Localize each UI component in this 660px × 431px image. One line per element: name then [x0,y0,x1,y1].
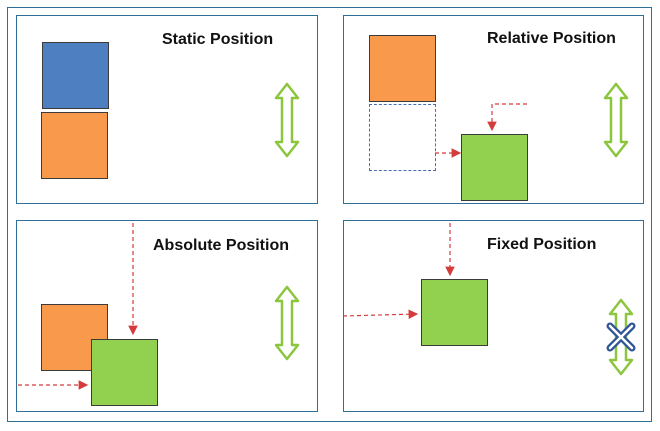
absolute-position-panel: Absolute Position [16,220,318,412]
green-box [421,279,488,346]
original-position-outline [369,104,436,171]
green-box [461,134,528,201]
orange-box [369,35,436,102]
fixed-position-panel: Fixed Position [343,220,644,412]
offset-arrow-left [342,309,419,320]
panel-title: Relative Position [487,30,616,47]
green-box [91,339,158,406]
panel-title: Fixed Position [487,236,597,253]
double-headed-arrow-icon [274,82,300,158]
outer-frame [7,7,652,422]
relative-position-panel: Relative Position [343,15,644,204]
offset-arrow-top [487,103,527,132]
double-headed-arrow-icon [274,285,300,361]
blue-box [42,42,109,109]
orange-box [41,112,108,179]
double-headed-arrow-icon [603,82,629,158]
static-position-panel: Static Position [16,15,318,204]
panel-title: Static Position [162,31,274,48]
panel-title: Absolute Position [153,237,289,254]
cross-icon [606,322,636,352]
